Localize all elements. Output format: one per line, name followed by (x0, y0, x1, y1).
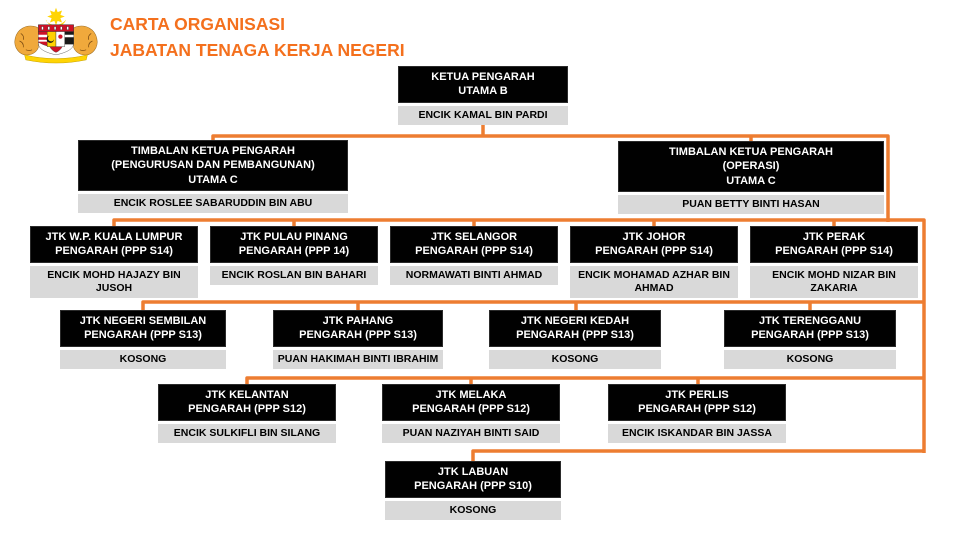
node-timbalan-operasi: TIMBALAN KETUA PENGARAH (OPERASI) UTAMA … (618, 141, 884, 215)
org-node-name: ENCIK MOHD NIZAR BIN ZAKARIA (750, 265, 918, 298)
org-node-name: ENCIK MOHAMAD AZHAR BIN AHMAD (570, 265, 738, 298)
org-node-name: PUAN HAKIMAH BINTI IBRAHIM (273, 349, 443, 369)
node-jtk-kuala-lumpur: JTK W.P. KUALA LUMPUR PENGARAH (PPP S14)… (30, 226, 198, 298)
org-node-title: JTK TERENGGANU PENGARAH (PPP S13) (724, 310, 896, 347)
node-jtk-johor: JTK JOHOR PENGARAH (PPP S14) ENCIK MOHAM… (570, 226, 738, 298)
org-node-title: JTK PULAU PINANG PENGARAH (PPP 14) (210, 226, 378, 263)
org-node-name: ENCIK KAMAL BIN PARDI (398, 105, 568, 125)
org-node-name: ENCIK ISKANDAR BIN JASSA (608, 423, 786, 443)
org-node-title: JTK W.P. KUALA LUMPUR PENGARAH (PPP S14) (30, 226, 198, 263)
malaysia-coat-of-arms-icon (14, 7, 98, 64)
node-timbalan-pengurusan: TIMBALAN KETUA PENGARAH (PENGURUSAN DAN … (78, 140, 348, 214)
node-jtk-selangor: JTK SELANGOR PENGARAH (PPP S14) NORMAWAT… (390, 226, 558, 285)
org-node-title: JTK PERAK PENGARAH (PPP S14) (750, 226, 918, 263)
org-node-name: NORMAWATI BINTI AHMAD (390, 265, 558, 285)
org-node-title: JTK PERLIS PENGARAH (PPP S12) (608, 384, 786, 421)
org-node-name: KOSONG (385, 500, 561, 520)
org-node-name: ENCIK MOHD HAJAZY BIN JUSOH (30, 265, 198, 298)
page-title-line1: CARTA ORGANISASI (110, 14, 285, 34)
node-jtk-terengganu: JTK TERENGGANU PENGARAH (PPP S13) KOSONG (724, 310, 896, 369)
org-node-name: ENCIK ROSLEE SABARUDDIN BIN ABU (78, 193, 348, 214)
org-node-title: JTK LABUAN PENGARAH (PPP S10) (385, 461, 561, 498)
org-node-title: JTK NEGERI KEDAH PENGARAH (PPP S13) (489, 310, 661, 347)
page-title: CARTA ORGANISASI JABATAN TENAGA KERJA NE… (110, 12, 405, 63)
org-node-name: KOSONG (60, 349, 226, 369)
node-jtk-negeri-kedah: JTK NEGERI KEDAH PENGARAH (PPP S13) KOSO… (489, 310, 661, 369)
org-node-name: PUAN NAZIYAH BINTI SAID (382, 423, 560, 443)
org-node-name: ENCIK ROSLAN BIN BAHARI (210, 265, 378, 285)
node-jtk-pahang: JTK PAHANG PENGARAH (PPP S13) PUAN HAKIM… (273, 310, 443, 369)
org-node-name: ENCIK SULKIFLI BIN SILANG (158, 423, 336, 443)
org-node-name: KOSONG (724, 349, 896, 369)
node-jtk-negeri-sembilan: JTK NEGERI SEMBILAN PENGARAH (PPP S13) K… (60, 310, 226, 369)
node-jtk-labuan: JTK LABUAN PENGARAH (PPP S10) KOSONG (385, 461, 561, 520)
page-title-line2: JABATAN TENAGA KERJA NEGERI (110, 39, 405, 60)
org-node-title: JTK PAHANG PENGARAH (PPP S13) (273, 310, 443, 347)
node-jtk-perak: JTK PERAK PENGARAH (PPP S14) ENCIK MOHD … (750, 226, 918, 298)
org-node-title: KETUA PENGARAH UTAMA B (398, 66, 568, 103)
org-node-title: TIMBALAN KETUA PENGARAH (OPERASI) UTAMA … (618, 141, 884, 192)
org-node-title: JTK SELANGOR PENGARAH (PPP S14) (390, 226, 558, 263)
org-node-title: TIMBALAN KETUA PENGARAH (PENGURUSAN DAN … (78, 140, 348, 191)
org-node-title: JTK NEGERI SEMBILAN PENGARAH (PPP S13) (60, 310, 226, 347)
node-ketua-pengarah: KETUA PENGARAH UTAMA B ENCIK KAMAL BIN P… (398, 66, 568, 125)
org-node-name: PUAN BETTY BINTI HASAN (618, 194, 884, 215)
node-jtk-kelantan: JTK KELANTAN PENGARAH (PPP S12) ENCIK SU… (158, 384, 336, 443)
org-node-title: JTK JOHOR PENGARAH (PPP S14) (570, 226, 738, 263)
org-node-title: JTK MELAKA PENGARAH (PPP S12) (382, 384, 560, 421)
node-jtk-melaka: JTK MELAKA PENGARAH (PPP S12) PUAN NAZIY… (382, 384, 560, 443)
header: CARTA ORGANISASI JABATAN TENAGA KERJA NE… (12, 6, 405, 66)
node-jtk-perlis: JTK PERLIS PENGARAH (PPP S12) ENCIK ISKA… (608, 384, 786, 443)
node-jtk-pulau-pinang: JTK PULAU PINANG PENGARAH (PPP 14) ENCIK… (210, 226, 378, 285)
org-node-title: JTK KELANTAN PENGARAH (PPP S12) (158, 384, 336, 421)
org-node-name: KOSONG (489, 349, 661, 369)
